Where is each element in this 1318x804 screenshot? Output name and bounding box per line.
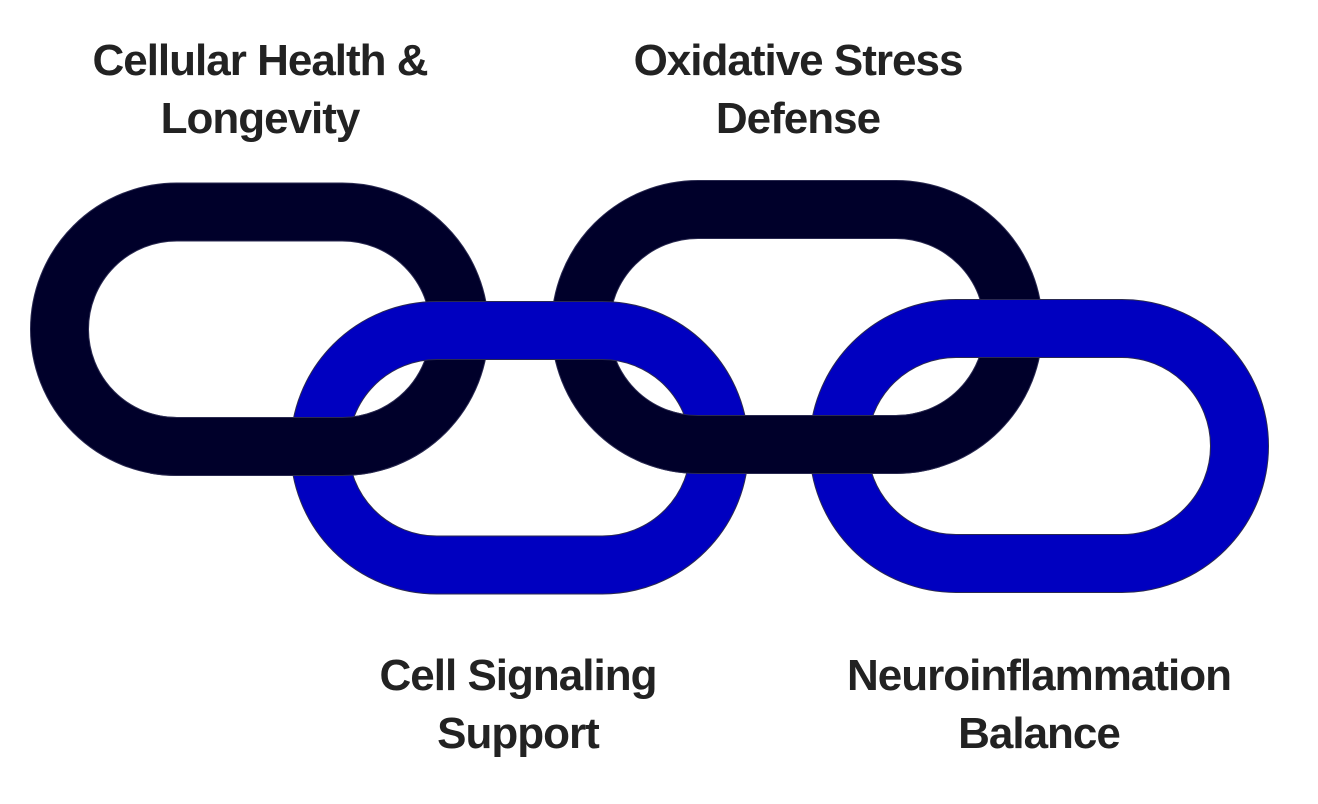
label-neuroinflammation: Neuroinflammation Balance: [789, 647, 1289, 763]
link-3-over-body: [640, 410, 940, 473]
label-line: Defense: [715, 94, 881, 143]
label-line: Longevity: [160, 94, 361, 143]
label-line: Cell Signaling: [379, 651, 658, 700]
link-1-over-body: [150, 410, 450, 475]
label-cellular-health: Cellular Health & Longevity: [60, 32, 460, 148]
label-line: Oxidative Stress: [633, 36, 964, 85]
label-cell-signaling: Cell Signaling Support: [318, 647, 718, 763]
label-line: Support: [437, 709, 600, 758]
label-line: Cellular Health &: [92, 36, 428, 85]
chain-link-oxidative-stress-overlap: [640, 410, 940, 474]
chain-link-cellular-health-overlap: [150, 410, 450, 476]
label-line: Neuroinflammation: [847, 651, 1232, 700]
label-line: Balance: [958, 709, 1121, 758]
label-oxidative-stress: Oxidative Stress Defense: [598, 32, 998, 148]
